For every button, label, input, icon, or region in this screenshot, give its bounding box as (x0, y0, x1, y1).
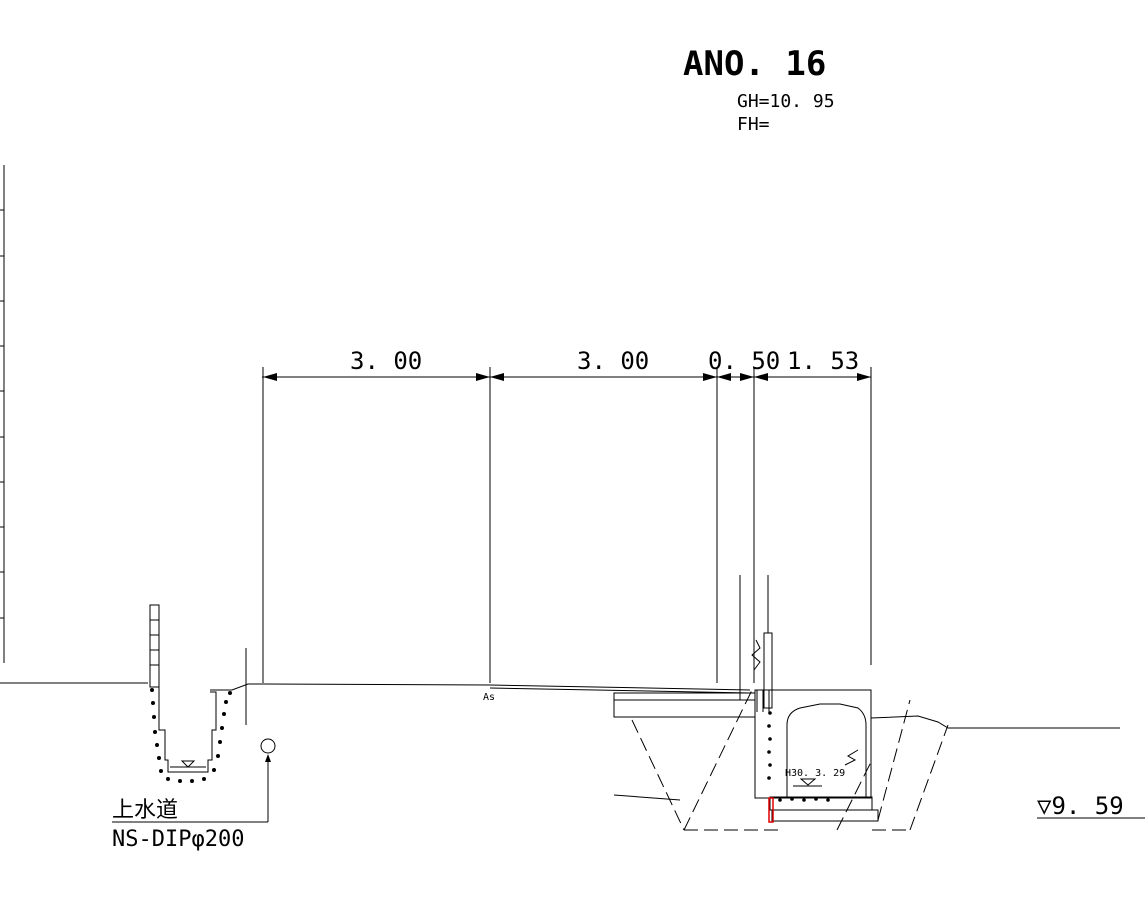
pavement-label: As (483, 692, 495, 703)
u-ditch (158, 687, 217, 773)
culvert-water-level (793, 778, 822, 787)
guard-fence (739, 575, 773, 709)
section-title: ANO. 16 (683, 44, 826, 84)
ground-line-left (0, 682, 491, 691)
water-pipe-name: 上水道 (112, 798, 178, 823)
road-structure (613, 692, 756, 718)
box-culvert (754, 689, 879, 823)
gravel-dots-left (150, 688, 232, 783)
dimension-label-3: 0. 50 (708, 347, 780, 375)
excavation-outline (613, 689, 949, 831)
formation-height-label: FH= (737, 114, 770, 135)
ground-height-label: GH=10. 95 (737, 91, 835, 112)
retaining-wall (149, 604, 160, 688)
dimension-line (262, 367, 872, 683)
water-pipe-spec: NS-DIPφ200 (112, 827, 244, 852)
road-pavement (489, 684, 751, 694)
water-level-label: ▽9. 59 (1037, 792, 1124, 820)
dimension-label-1: 3. 00 (350, 347, 422, 375)
water-pipe (112, 738, 276, 823)
dimension-label-4: 1. 53 (787, 347, 859, 375)
elevation-scale (0, 165, 5, 663)
culvert-date: H30. 3. 29 (785, 768, 845, 779)
dimension-label-2: 3. 00 (577, 347, 649, 375)
ground-line-right (844, 715, 1120, 766)
gravel-dots-right (767, 711, 830, 802)
